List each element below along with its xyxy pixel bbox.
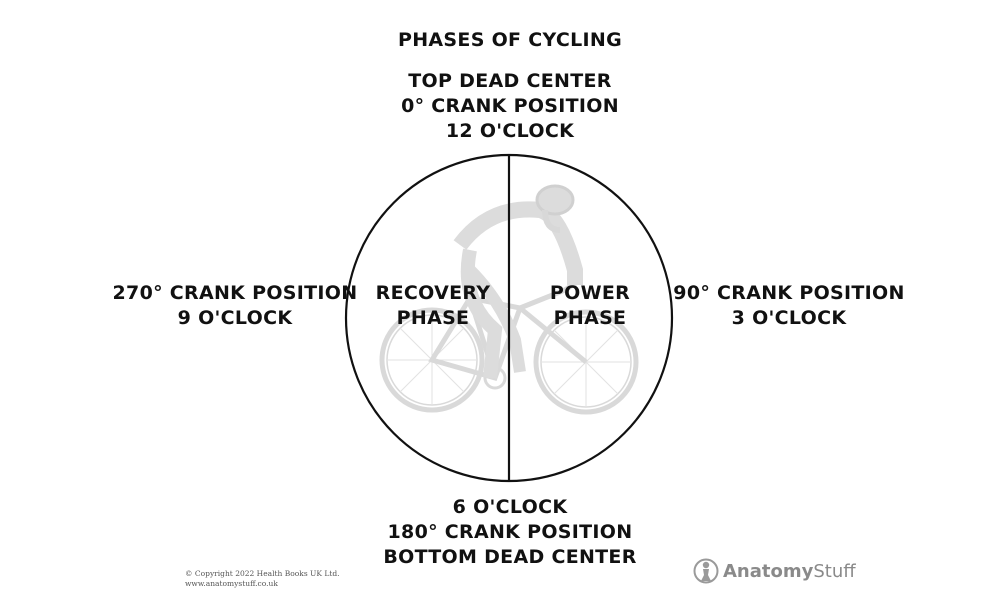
logo-text-bold: Anatomy — [723, 560, 814, 582]
top-label-line: 12 O'CLOCK — [445, 120, 575, 142]
bottom-label-line: BOTTOM DEAD CENTER — [383, 546, 637, 568]
cyclist-illustration — [379, 184, 639, 415]
right-label-line: 3 O'CLOCK — [731, 307, 847, 329]
title-text: PHASES OF CYCLING — [398, 29, 622, 51]
diagram-title: PHASES OF CYCLING — [300, 28, 720, 53]
left-label-line: 9 O'CLOCK — [177, 307, 293, 329]
left-label-line: 270° CRANK POSITION — [112, 282, 358, 304]
logo-text-light: Stuff — [813, 560, 856, 582]
top-dead-center-label: TOP DEAD CENTER 0° CRANK POSITION 12 O'C… — [300, 69, 720, 144]
top-label-line: TOP DEAD CENTER — [408, 70, 612, 92]
right-label-line: 90° CRANK POSITION — [673, 282, 905, 304]
three-oclock-label: 90° CRANK POSITION 3 O'CLOCK — [664, 281, 914, 331]
anatomy-figure-icon — [693, 558, 719, 584]
recovery-phase-label: RECOVERY PHASE — [364, 281, 502, 331]
copyright-text: © Copyright 2022 Health Books UK Ltd. — [185, 569, 340, 578]
website-text: www.anatomystuff.co.uk — [185, 579, 278, 588]
recovery-phase-line: PHASE — [396, 307, 470, 329]
nine-oclock-label: 270° CRANK POSITION 9 O'CLOCK — [100, 281, 370, 331]
anatomystuff-logo: AnatomyStuff — [693, 557, 856, 585]
bottom-label-line: 6 O'CLOCK — [452, 496, 568, 518]
logo-wordmark: AnatomyStuff — [723, 561, 856, 582]
bottom-label-line: 180° CRANK POSITION — [387, 521, 633, 543]
power-phase-line: POWER — [549, 282, 631, 304]
power-phase-line: PHASE — [553, 307, 627, 329]
bottom-dead-center-label: 6 O'CLOCK 180° CRANK POSITION BOTTOM DEA… — [300, 495, 720, 570]
power-phase-label: POWER PHASE — [522, 281, 658, 331]
top-label-line: 0° CRANK POSITION — [401, 95, 619, 117]
copyright-notice: © Copyright 2022 Health Books UK Ltd. ww… — [185, 569, 340, 589]
recovery-phase-line: RECOVERY — [375, 282, 491, 304]
